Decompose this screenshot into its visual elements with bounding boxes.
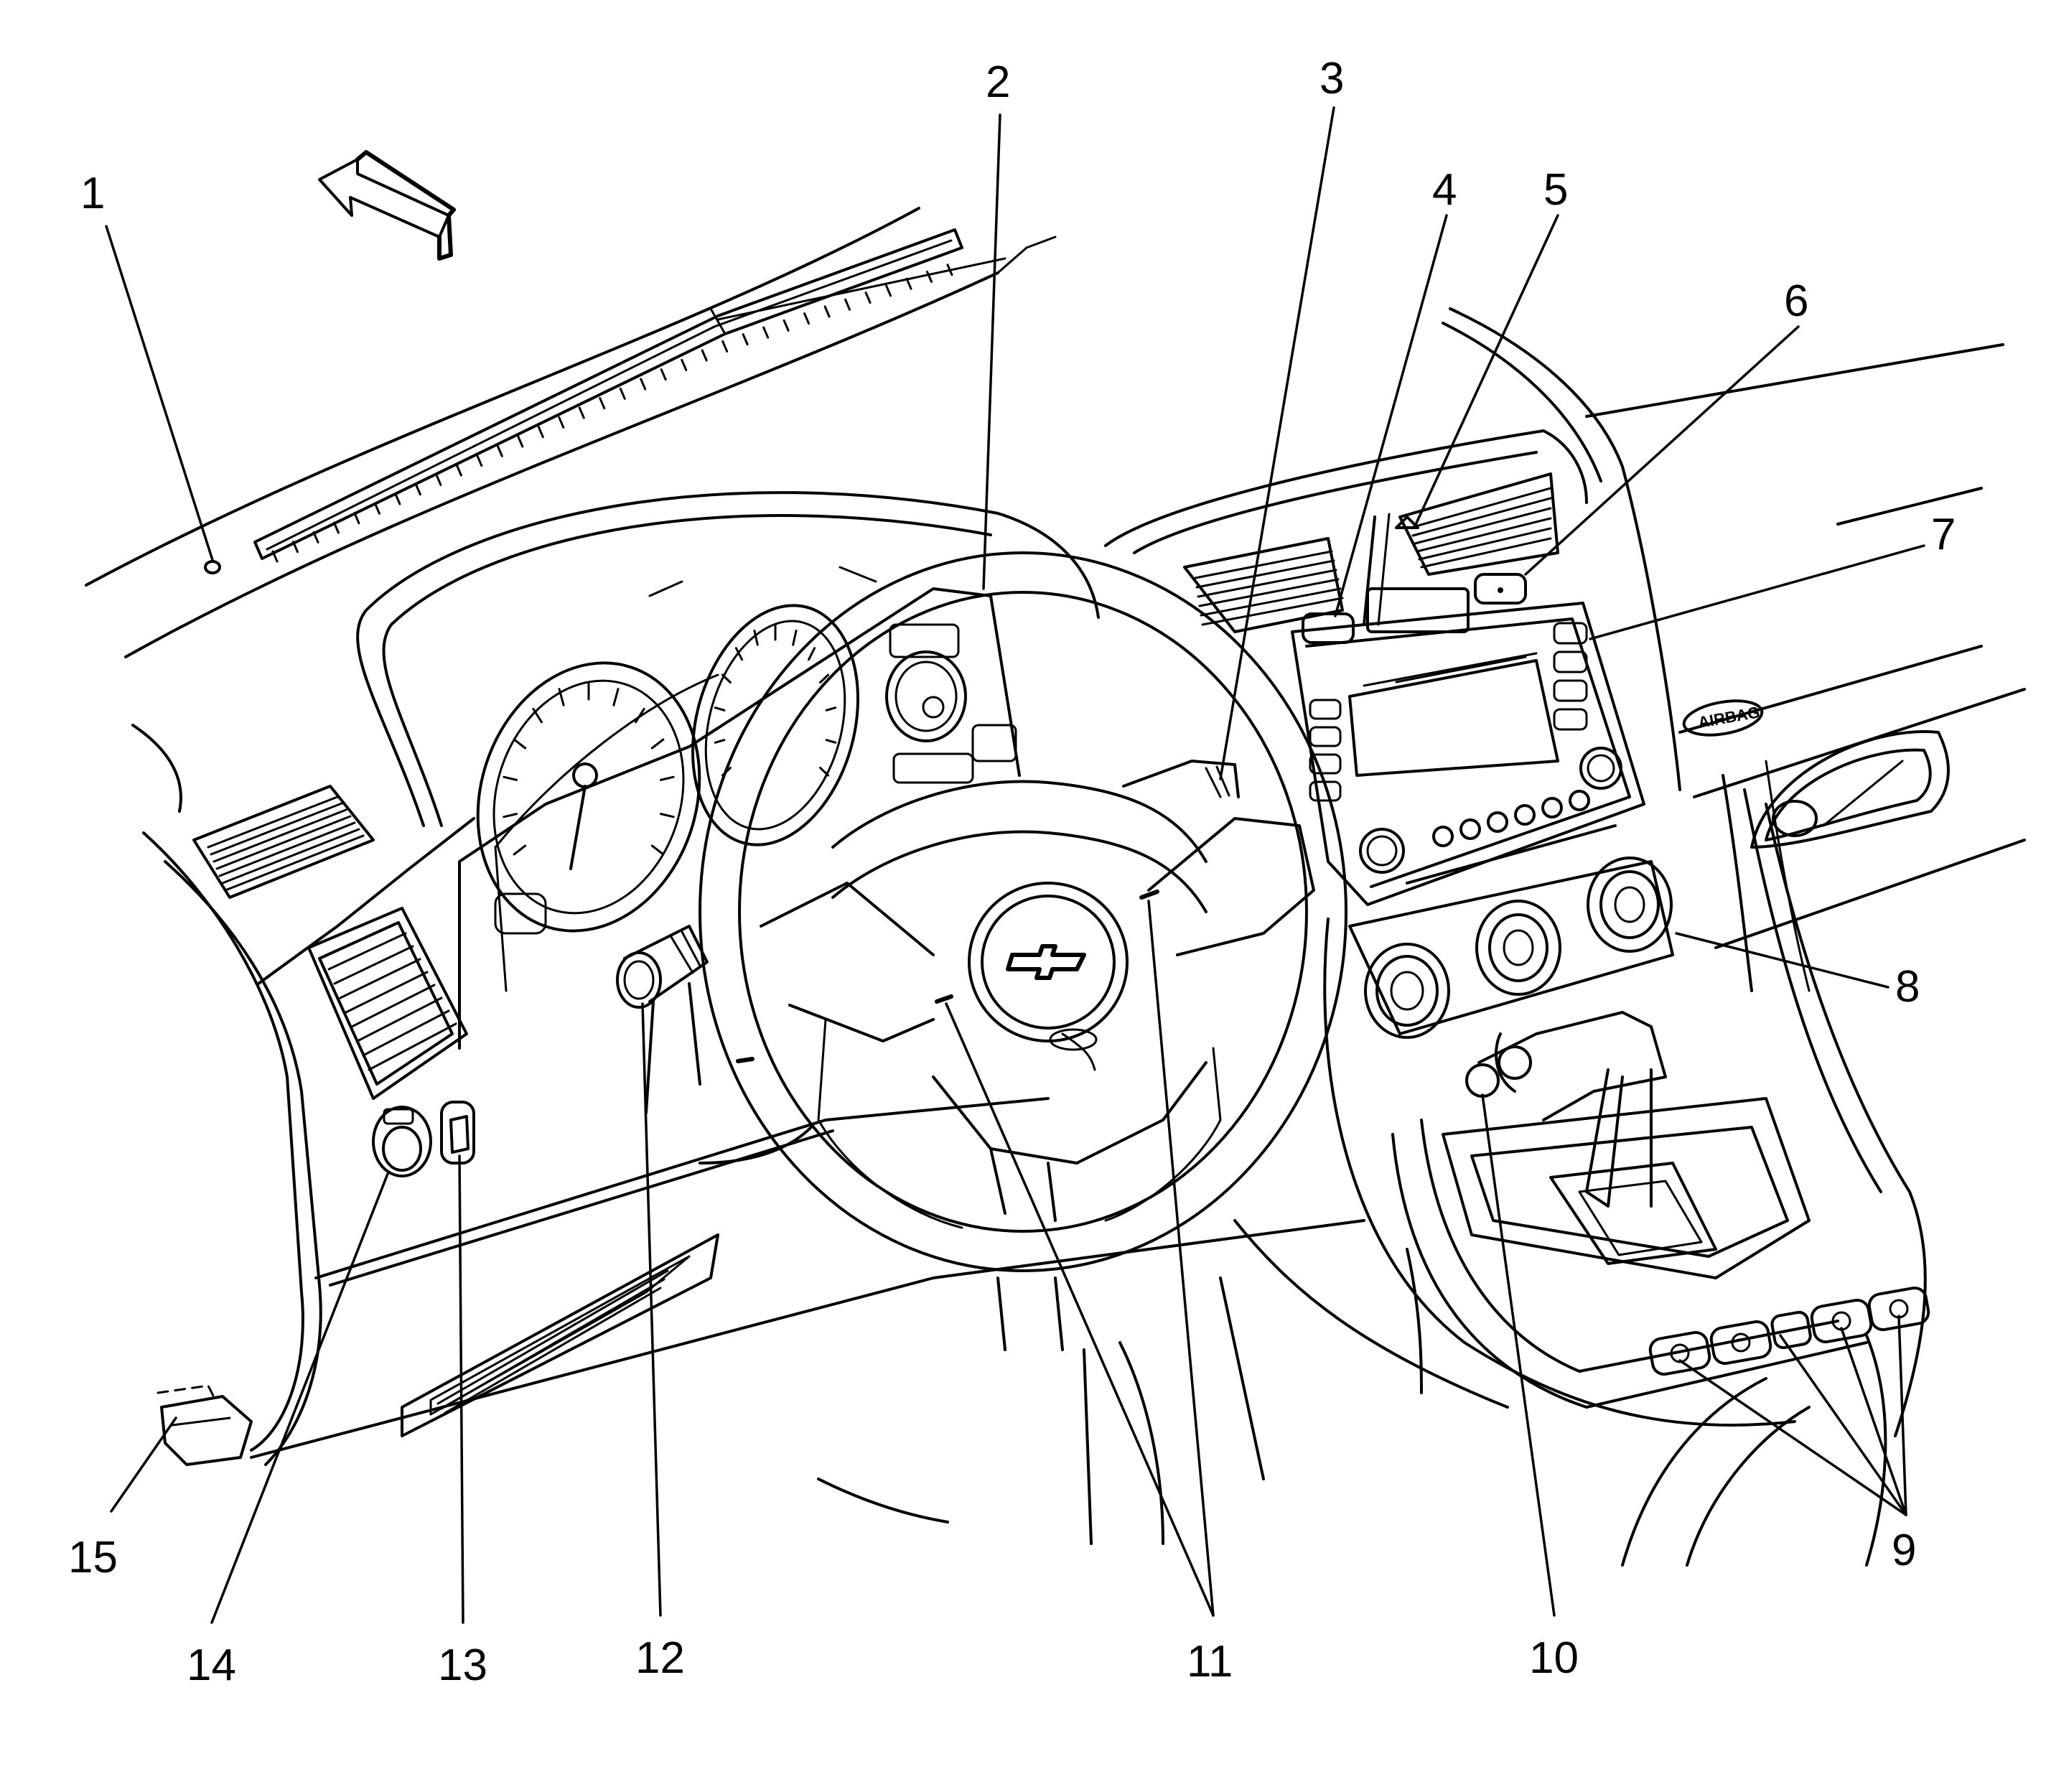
callout-15: 15 bbox=[68, 1533, 118, 1582]
callout-14: 14 bbox=[187, 1641, 236, 1690]
dash-top bbox=[85, 207, 1057, 658]
steering-control-left bbox=[935, 994, 953, 1004]
driver-dash bbox=[131, 724, 1509, 1545]
door-handle bbox=[1750, 730, 1950, 849]
callout-labels: 1 2 3 4 5 6 7 8 9 10 11 12 13 14 15 bbox=[68, 54, 1956, 1690]
callout-6: 6 bbox=[1784, 276, 1808, 326]
radio-buttons bbox=[1309, 622, 1590, 847]
ignition-area bbox=[1122, 760, 1240, 798]
defroster-slats bbox=[271, 263, 953, 563]
radio bbox=[1291, 602, 1645, 906]
hvac-controls bbox=[1348, 857, 1674, 1039]
instrument-cluster bbox=[356, 491, 1100, 1050]
callout-13: 13 bbox=[438, 1641, 487, 1690]
bowtie-icon bbox=[1006, 944, 1086, 980]
steering-wheel bbox=[699, 551, 1347, 1351]
callout-10: 10 bbox=[1529, 1633, 1579, 1683]
auxiliary-outlet bbox=[1465, 1063, 1500, 1098]
center-console bbox=[1323, 788, 1930, 1567]
callout-8: 8 bbox=[1895, 962, 1920, 1012]
turn-signal-stalk bbox=[616, 925, 709, 1114]
gauge-ticks bbox=[503, 623, 837, 856]
callout-12: 12 bbox=[635, 1633, 685, 1683]
hvac-knob-left bbox=[1364, 943, 1450, 1039]
leader-lines bbox=[105, 106, 1925, 1624]
callout-4: 4 bbox=[1432, 165, 1457, 215]
seat-heater-switches bbox=[1648, 1286, 1930, 1376]
callout-3: 3 bbox=[1319, 54, 1344, 103]
vent-slats bbox=[1194, 487, 1552, 626]
hvac-knob-center bbox=[1475, 900, 1561, 996]
hvac-knob-right bbox=[1587, 857, 1673, 953]
sunload-sensor bbox=[204, 560, 221, 574]
callout-11: 11 bbox=[1187, 1637, 1233, 1686]
callout-2: 2 bbox=[986, 57, 1010, 107]
callout-5: 5 bbox=[1543, 165, 1568, 215]
arrow-icon bbox=[318, 150, 456, 261]
callout-9: 9 bbox=[1892, 1526, 1916, 1575]
center-vents bbox=[1104, 429, 1588, 644]
headlamp-switch bbox=[372, 1106, 432, 1177]
outboard-vent-slats bbox=[327, 932, 457, 1071]
dimmer-switch bbox=[440, 1101, 475, 1165]
callout-1: 1 bbox=[80, 169, 105, 218]
side-vent-slats bbox=[207, 795, 365, 892]
data-link-connector bbox=[157, 1384, 253, 1466]
steering-control-right bbox=[1139, 890, 1159, 900]
callout-7: 7 bbox=[1931, 510, 1956, 559]
passenger-airbag-indicator bbox=[1474, 573, 1527, 605]
passenger-dash: AIRBAG bbox=[1442, 307, 2026, 992]
